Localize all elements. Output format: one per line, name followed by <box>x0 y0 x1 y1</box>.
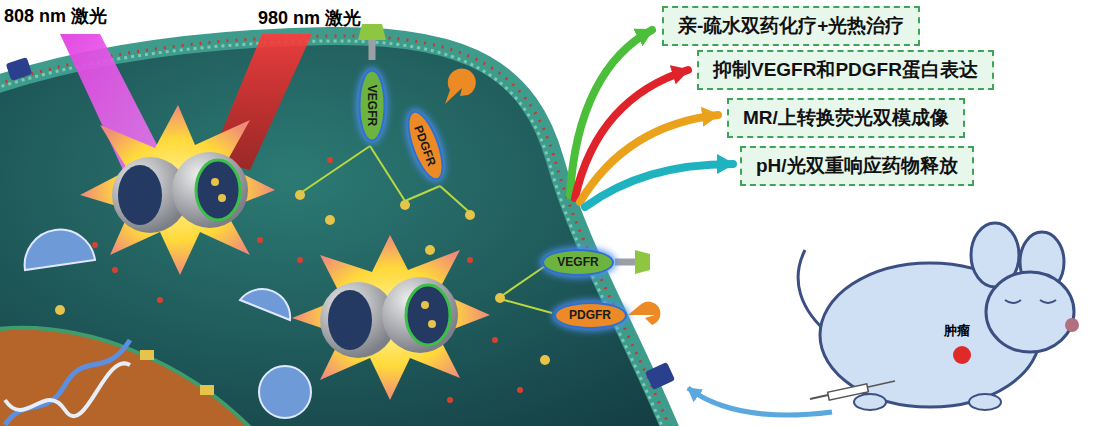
mouse-part <box>1005 300 1021 303</box>
nanoparticle-a-part <box>211 178 219 186</box>
drug-dots-part <box>297 257 303 263</box>
nucleus <box>0 328 262 426</box>
syringe-part <box>828 384 869 400</box>
receptor-ellipse: PDGFR <box>400 106 450 184</box>
effect-box: 抑制VEGFR和PDGFR蛋白表达 <box>697 50 994 90</box>
nanoparticle-b-part <box>421 301 429 309</box>
drug-dots-part <box>327 157 333 163</box>
drug-dots-part <box>157 297 163 303</box>
ligand-lines-part <box>405 186 440 201</box>
figure-label: 980 nm 激光 <box>258 6 361 30</box>
effect-text: 抑制VEGFR和PDGFR蛋白表达 <box>713 58 978 82</box>
syringe-part <box>810 395 828 399</box>
effect-arrows-part <box>580 115 718 202</box>
figure-label: 肿瘤 <box>944 322 970 340</box>
nanoparticle-b-part <box>406 285 450 345</box>
nanoparticle-a-part <box>118 165 162 225</box>
effect-box: pH/光双重响应药物释放 <box>740 146 974 186</box>
effect-text: pH/光双重响应药物释放 <box>756 154 958 178</box>
drug-dots-part <box>257 237 263 243</box>
nanoparticle-a-part <box>172 152 248 228</box>
silica-fragments <box>25 230 311 418</box>
receptor-ellipse: PDGFR <box>554 302 627 329</box>
nanoparticle-b-part <box>328 290 372 350</box>
drug-dots-part <box>325 215 335 225</box>
receptor-label: PDGFR <box>569 308 611 322</box>
nanoparticle-a-part <box>196 160 240 220</box>
receptor-ellipse: VEGFR <box>359 69 386 141</box>
drug-dots-part <box>400 200 410 210</box>
nucleus-part <box>0 328 262 426</box>
figure-label: 808 nm 激光 <box>4 4 107 28</box>
effect-box: 亲-疏水双药化疗+光热治疗 <box>662 6 920 46</box>
ligand-lines-part <box>370 146 405 201</box>
mouse-part <box>986 272 1074 352</box>
silica-fragments-part <box>25 230 95 270</box>
effect-text: MR/上转换荧光双模成像 <box>743 106 949 130</box>
syringe <box>810 381 895 400</box>
nanoparticle-b-part <box>428 320 436 328</box>
drug-dots-part <box>425 245 435 255</box>
syringe-part <box>868 381 895 387</box>
mouse-part <box>1065 318 1079 332</box>
silica-fragments-part <box>259 366 311 418</box>
drug-dots-part <box>112 267 118 273</box>
receptor-label: VEGFR <box>557 255 598 269</box>
receptor-ellipse: VEGFR <box>542 249 614 276</box>
drug-dots-part <box>465 210 475 220</box>
ligand-lines-part <box>440 186 468 211</box>
drug-dots-part <box>517 387 523 393</box>
cell-part <box>6 57 32 81</box>
effect-arrows-part <box>585 164 733 207</box>
nucleus-part <box>5 340 130 425</box>
nanoparticle-a-part <box>80 105 275 275</box>
nucleus-part <box>5 363 130 416</box>
nucleus-part <box>200 385 214 395</box>
mouse-part <box>953 346 971 364</box>
silica-fragments-part <box>240 289 290 320</box>
mouse-part <box>969 394 1001 410</box>
nanoparticle-b-part <box>292 235 490 400</box>
effect-box: MR/上转换荧光双模成像 <box>727 98 965 138</box>
receptor-parts-part <box>615 259 635 266</box>
receptor-parts-part <box>445 68 476 104</box>
nanoparticle-a <box>80 105 275 275</box>
drug-dots-part <box>447 397 453 403</box>
injection-arrow <box>688 388 832 415</box>
ligand-lines-part <box>504 300 552 313</box>
ligand-lines-part <box>302 146 370 192</box>
ligand-lines-part <box>503 264 548 295</box>
cell-part <box>645 362 675 390</box>
receptor-parts-part <box>635 250 650 274</box>
nucleus-part <box>140 350 154 360</box>
receptor-parts-part <box>358 24 386 40</box>
drug-dots-part <box>92 242 98 248</box>
drug-dots-part <box>540 355 550 365</box>
receptor-parts <box>358 24 660 325</box>
receptor-label: PDGFR <box>411 123 439 167</box>
nanoparticle-b-part <box>382 277 458 353</box>
mouse-part <box>1040 300 1056 303</box>
drug-dots-part <box>55 305 65 315</box>
nanoparticle-b <box>292 235 490 400</box>
drug-dots-part <box>492 337 498 343</box>
receptor-label: VEGFR <box>365 84 379 125</box>
nanoparticle-a-part <box>218 194 226 202</box>
mouse-part <box>854 394 886 410</box>
drug-dots <box>55 157 550 403</box>
effect-text: 亲-疏水双药化疗+光热治疗 <box>678 14 904 38</box>
mouse <box>798 223 1079 410</box>
receptor-parts-part <box>369 40 376 60</box>
drug-dots-part <box>467 257 473 263</box>
receptor-parts-part <box>628 302 660 325</box>
